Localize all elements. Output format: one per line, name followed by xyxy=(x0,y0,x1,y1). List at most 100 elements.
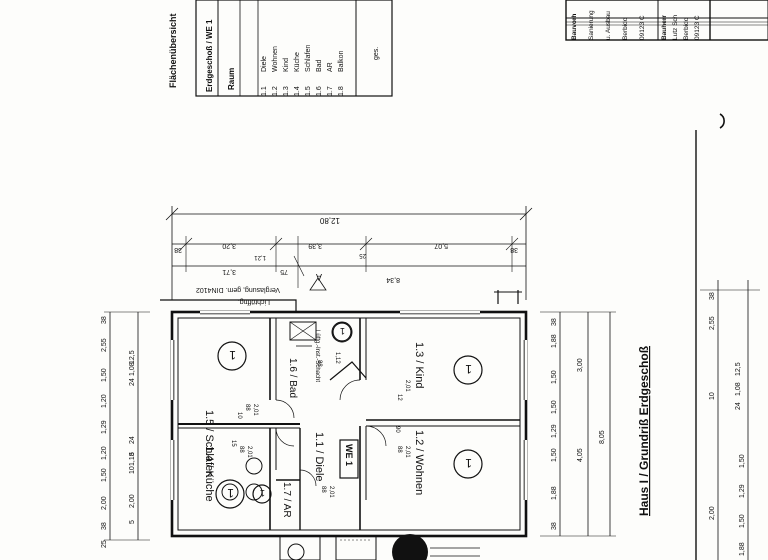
area-table-room-number: 1.6 xyxy=(316,86,323,96)
dim-label: 38 xyxy=(551,522,558,530)
area-table-room-name: Schlafen xyxy=(305,45,312,72)
dim-label: 88 xyxy=(316,360,322,367)
area-table-column: Raum xyxy=(227,68,236,90)
dim-label: 1,88 xyxy=(739,542,746,556)
dim-label: 10 xyxy=(129,466,136,474)
area-table-room-number: 1.3 xyxy=(283,86,290,96)
dim-label: 5,07 xyxy=(434,242,448,249)
dim-label: 2,01 xyxy=(404,380,410,392)
dim-label: 2,00 xyxy=(101,496,108,510)
room-label-ar: 1.7 / AR xyxy=(281,482,292,518)
area-table-room-number: 1.2 xyxy=(272,86,279,96)
area-table-total: ges. xyxy=(373,47,380,60)
dim-label: 1,18 xyxy=(129,452,136,466)
page-mark-icon xyxy=(719,113,725,129)
dim-label: 3,39 xyxy=(308,242,322,249)
building-walls xyxy=(160,290,528,560)
dim-label: 1,50 xyxy=(551,448,558,462)
room-label-wohnen: 1.2 / Wohnen xyxy=(413,430,425,495)
dim-label: 1,50 xyxy=(551,400,558,414)
dim-label: 38 xyxy=(510,246,518,253)
title-block: Bauvorh Sanierung u. Ausbau Berbido 09123 C B… xyxy=(565,0,768,41)
dim-label: 1,88 xyxy=(551,486,558,500)
dim-label: 1,88 xyxy=(551,334,558,348)
area-table-room-number: 1.4 xyxy=(294,86,301,96)
dim-label: 88 xyxy=(396,446,402,453)
area-table-room-number: 1.5 xyxy=(305,86,312,96)
room-number: 1 xyxy=(340,326,345,336)
area-table-header: Erdgeschoß / WE 1 xyxy=(205,19,214,92)
room-number: 1 xyxy=(465,362,472,376)
area-table-room-name: Bad xyxy=(316,59,323,72)
dim-label: 24 xyxy=(735,402,742,410)
dim-label: 2,01 xyxy=(252,404,258,416)
dim-total-width: 12,80 xyxy=(319,216,340,225)
title-block-line: Bauherr xyxy=(661,15,668,40)
dim-label: 5 xyxy=(129,520,136,524)
dim-label: 88 xyxy=(320,486,326,493)
dim-label: 1,20 xyxy=(101,394,108,408)
we-label: WE 1 xyxy=(344,444,354,466)
room-label-kind: 1.3 / Kind xyxy=(413,342,425,388)
dim-label: 1,29 xyxy=(101,420,108,434)
title-block-line: Berbido xyxy=(622,17,629,40)
title-block-line: Bauvorh xyxy=(571,14,578,40)
dim-label: 1,50 xyxy=(551,370,558,384)
dim-label: 12,5 xyxy=(129,350,136,364)
dim-label: 8,05 xyxy=(599,430,606,444)
dim-label: 1,50 xyxy=(101,468,108,482)
left-dimensions xyxy=(104,311,150,541)
dim-label: 88 xyxy=(244,404,250,411)
room-symbols xyxy=(215,322,483,509)
section-marker-a: A xyxy=(316,272,322,282)
dim-label: 38 xyxy=(101,316,108,324)
area-table-room-name: Küche xyxy=(294,52,301,72)
room-number: 1 xyxy=(465,456,472,470)
area-table-title: Flächenübersicht xyxy=(168,13,178,88)
dim-label: 12,5 xyxy=(735,362,742,376)
dim-label: 10 xyxy=(709,392,716,400)
dim-label: 25 xyxy=(359,252,366,258)
we-badge xyxy=(339,439,359,479)
dim-label: 38 xyxy=(709,292,716,300)
dim-label: 25 xyxy=(101,540,108,548)
dim-label: 1,29 xyxy=(551,424,558,438)
dim-label: 2,01 xyxy=(246,446,252,458)
dim-label: 1,08 xyxy=(735,382,742,396)
dim-label: 2,00 xyxy=(709,506,716,520)
area-table-room-name: Diele xyxy=(261,56,268,72)
dim-label: 5 xyxy=(129,452,136,456)
area-table-room-name: Wohnen xyxy=(272,46,279,72)
title-block-line: u. Ausbau xyxy=(605,11,612,40)
area-table-room-number: 1.1 xyxy=(261,86,268,96)
dim-label: 3,20 xyxy=(222,242,236,249)
room-label-diele: 1.1 / Diele xyxy=(313,432,325,482)
area-table-room-number: 1.7 xyxy=(327,86,334,96)
dim-label: 90 xyxy=(394,426,400,433)
right-dimensions xyxy=(540,130,760,560)
dim-label: 3,71 xyxy=(222,268,236,275)
annotation-verglasung: Verglasung, gem. DIN4102 xyxy=(196,286,280,293)
section-arrow-icon xyxy=(309,277,327,291)
room-dimension-labels: 10 88 2,01 15 88 2,01 88 2,01 88 2,01 90… xyxy=(230,352,410,498)
dim-label: 1,21 xyxy=(254,254,266,260)
room-labels: 1.5 / Schlafen 1.6 / Bad 1.3 / Kind 1.4 … xyxy=(203,342,425,518)
dim-label: 1,50 xyxy=(101,368,108,382)
dim-label: 2,01 xyxy=(328,486,334,498)
title-block-line: 09123 C xyxy=(694,15,701,40)
dim-label: 1,50 xyxy=(739,454,746,468)
dim-label: 12 xyxy=(396,394,402,401)
dim-label: 4,05 xyxy=(577,448,584,462)
dim-label: 2,55 xyxy=(709,316,716,330)
title-block-line: Sanierung xyxy=(588,10,595,40)
title-block-line: Berbido xyxy=(683,17,690,40)
room-circle-numbers: 1 1 1 1 1 1 xyxy=(227,326,472,500)
area-table-room-name: Kind xyxy=(283,58,290,72)
annotation-lueftung: Lüftg.-Inst.-Schacht xyxy=(314,330,320,382)
drawing-title: Haus I / Grundriß Erdgeschoß xyxy=(637,346,651,516)
dim-label: 2,00 xyxy=(129,494,136,508)
dim-label: 1,08 xyxy=(129,362,136,376)
